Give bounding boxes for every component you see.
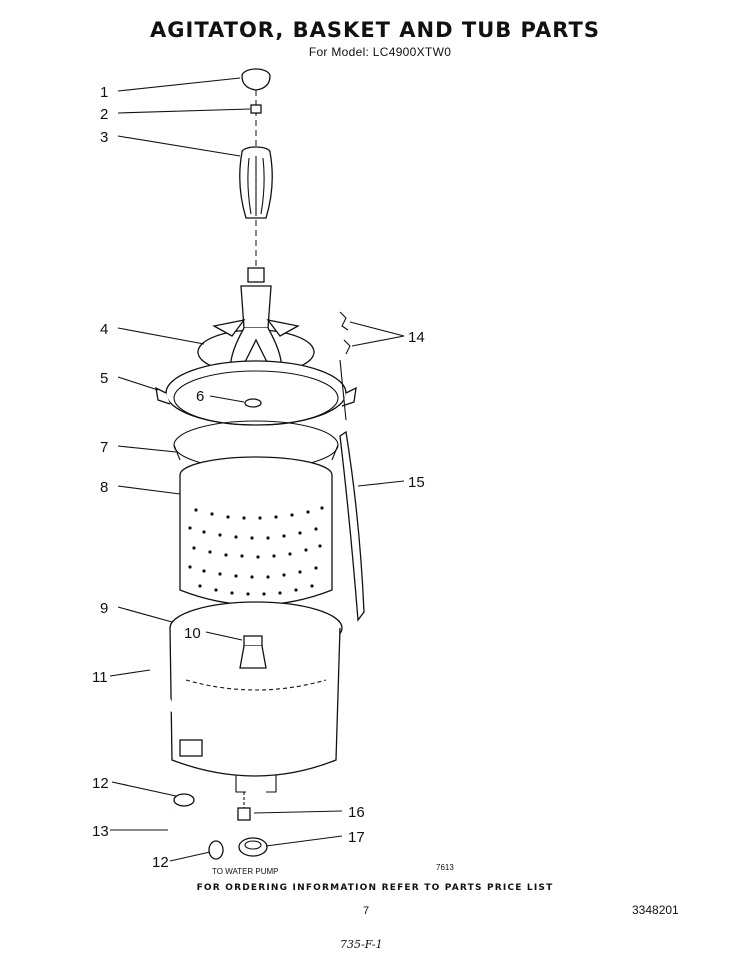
part-agitator [197, 267, 315, 378]
part-splash-shield [339, 359, 365, 622]
callout-7: 7 [100, 439, 108, 456]
basket-perforations [188, 506, 324, 596]
document-number: 3348201 [632, 903, 679, 917]
part-hose-clamp-lower [208, 840, 224, 860]
part-nut [250, 104, 262, 114]
part-basket [179, 456, 333, 606]
part-bearing [238, 837, 268, 857]
callout-3: 3 [100, 129, 108, 146]
callout-5: 5 [100, 370, 108, 387]
callout-9: 9 [100, 600, 108, 617]
leader-lines [109, 77, 405, 862]
callout-10: 10 [184, 625, 201, 642]
part-clips [339, 311, 351, 355]
to-water-pump-label: TO WATER PUMP [212, 867, 279, 876]
callout-14: 14 [408, 329, 425, 346]
part-hose [144, 648, 203, 757]
ordering-note: FOR ORDERING INFORMATION REFER TO PARTS … [196, 883, 554, 893]
callout-6: 6 [196, 388, 204, 405]
page-number: 7 [363, 905, 370, 917]
part-cap [241, 68, 271, 91]
page-title: AGITATOR, BASKET AND TUB PARTS [150, 18, 600, 42]
callout-13: 13 [92, 823, 109, 840]
part-outer-tub [169, 601, 343, 793]
callout-4: 4 [100, 321, 108, 338]
callout-11: 11 [92, 669, 108, 686]
part-agitator-cam [239, 146, 273, 219]
callout-16: 16 [348, 804, 365, 821]
callout-1: 1 [100, 84, 108, 101]
callout-8: 8 [100, 479, 108, 496]
part-hose-clamp-upper [173, 793, 195, 807]
callout-12-upper: 12 [92, 775, 109, 792]
part-tub-ring [155, 360, 357, 426]
handwritten-note: 735-F-1 [340, 938, 383, 951]
part-tub-fitting [239, 635, 267, 669]
part-basket-nut [244, 398, 262, 408]
model-subtitle: For Model: LC4900XTW0 [308, 45, 452, 59]
exploded-parts-diagram: 1 2 3 4 5 6 7 8 9 10 11 12 13 12 14 15 1… [92, 68, 454, 876]
callout-17: 17 [348, 829, 365, 846]
callout-2: 2 [100, 106, 108, 123]
part-drain-hose-elbow [166, 813, 205, 860]
drawing-number: 7613 [436, 863, 454, 872]
part-bolt [237, 792, 251, 821]
callout-12-lower: 12 [152, 854, 169, 871]
callout-15: 15 [408, 474, 425, 491]
